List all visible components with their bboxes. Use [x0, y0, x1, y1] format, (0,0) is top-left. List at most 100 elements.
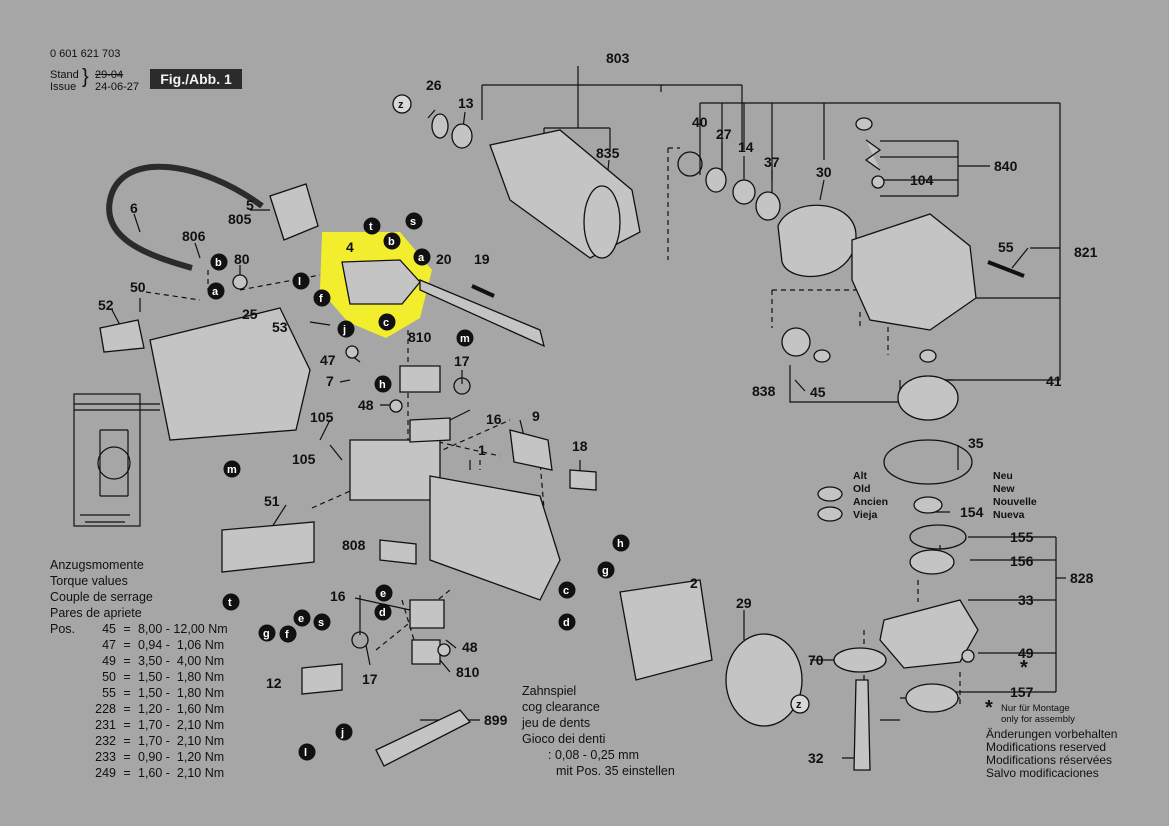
part-label-z: z — [398, 99, 404, 111]
marker-h-1: h — [379, 379, 386, 391]
cog-line: cog clearance — [522, 700, 600, 714]
spindle-part — [853, 679, 871, 771]
screw-55-part — [987, 260, 1025, 278]
part-label-27: 27 — [716, 126, 732, 142]
part-label-17b: 17 — [362, 671, 378, 687]
bearing-13-part — [451, 123, 473, 149]
marker-d-2: d — [563, 617, 570, 629]
bearing-156-part — [909, 549, 955, 575]
torque-table: Anzugsmomente Torque values Couple de se… — [50, 557, 238, 781]
legend-old: Alt Old Ancien Vieja — [853, 470, 889, 521]
holder-16-part — [409, 417, 451, 443]
part-label-53: 53 — [272, 319, 288, 335]
part-label-16a: 16 — [486, 411, 502, 427]
marker-m-2: m — [227, 464, 237, 476]
marker-f-2: f — [285, 629, 289, 641]
torque-row: 55=1,50 - 1,80 Nm — [102, 686, 225, 700]
part-label-45: 45 — [810, 384, 826, 400]
part-label-157: 157 — [1010, 684, 1034, 700]
cog-line: Zahnspiel — [522, 684, 577, 698]
shim-35-part — [883, 439, 973, 485]
part-label-14: 14 — [738, 139, 754, 155]
figure-badge: Fig./Abb. 1 — [150, 69, 242, 89]
marker-s-2: s — [318, 617, 324, 629]
part-label-821: 821 — [1074, 244, 1098, 260]
part-label-13: 13 — [458, 95, 474, 111]
part-label-808: 808 — [342, 537, 366, 553]
part-label-25: 25 — [242, 306, 258, 322]
ring-40-part — [677, 151, 703, 177]
part-label-19: 19 — [474, 251, 490, 267]
marker-g-1: g — [263, 628, 270, 640]
capacitor-51-part — [221, 521, 315, 573]
part-label-37: 37 — [764, 154, 780, 170]
marker-b-1: b — [215, 257, 222, 269]
torque-title-es: Pares de apriete — [50, 606, 142, 620]
torque-row: 231=1,70 - 2,10 Nm — [95, 718, 225, 732]
torque-row: 50=1,50 - 1,80 Nm — [102, 670, 225, 684]
part-label-4: 4 — [346, 239, 354, 255]
part-label-806: 806 — [182, 228, 206, 244]
stand-date: 29-04 — [95, 69, 124, 81]
part-label-154: 154 — [960, 504, 984, 520]
plug-part — [269, 183, 319, 241]
brush-holder-810-part — [399, 365, 441, 393]
modifications-note: Änderungen vorbehalten Modifications res… — [986, 727, 1118, 780]
brush-holder-810b-part — [411, 639, 441, 665]
brace-icon: } — [82, 66, 89, 88]
part-label-835: 835 — [596, 145, 620, 161]
cog-line: Gioco dei denti — [522, 732, 606, 746]
marker-j-1: j — [342, 324, 346, 336]
part-label-40: 40 — [692, 114, 708, 130]
screw-49-part — [961, 649, 975, 663]
slide-bar-part — [419, 279, 545, 348]
marker-c-2: c — [563, 585, 569, 597]
torque-row: Pos.45=8,00 - 12,00 Nm — [50, 622, 228, 636]
part-label-9: 9 — [532, 408, 540, 424]
part-label-2: 2 — [690, 575, 698, 591]
bearing-37-part — [755, 191, 781, 221]
part-label-105a: 105 — [310, 409, 334, 425]
screw-104-part — [871, 175, 885, 189]
part-label-810a: 810 — [408, 329, 432, 345]
part-label-18: 18 — [572, 438, 588, 454]
part-label-41: 41 — [1046, 373, 1062, 389]
washer-70-part — [833, 647, 887, 673]
part-label-52: 52 — [98, 297, 114, 313]
marker-a-2: a — [418, 252, 425, 264]
insulator-9-part — [509, 429, 553, 471]
flange-33-part — [879, 599, 979, 669]
part-label-48a: 48 — [358, 397, 374, 413]
part-label-838: 838 — [752, 383, 776, 399]
old-washer-top-part — [817, 486, 843, 502]
part-label-810b: 810 — [456, 664, 480, 680]
end-cover-part — [725, 633, 803, 727]
part-label-35: 35 — [968, 435, 984, 451]
assembly-note: Nur für Montage only for assembly — [1001, 703, 1075, 725]
part-label-20: 20 — [436, 251, 452, 267]
clip-17-part — [453, 377, 471, 395]
nut-45-part — [813, 349, 831, 363]
ring-gear-part — [897, 375, 959, 421]
part-label-29: 29 — [736, 595, 752, 611]
sleeve-80-part — [232, 274, 248, 290]
torque-row: 232=1,70 - 2,10 Nm — [95, 734, 225, 748]
part-label-104: 104 — [910, 172, 934, 188]
cog-clearance-note: Zahnspiel cog clearance jeu de dents Gio… — [522, 683, 675, 779]
part-label-48b: 48 — [462, 639, 478, 655]
marker-b-2: b — [388, 236, 395, 248]
spring-19-part — [471, 284, 495, 298]
torque-title-fr: Couple de serrage — [50, 590, 153, 604]
part-label-49: 49 — [1018, 645, 1034, 661]
part-label-80: 80 — [234, 251, 250, 267]
part-z-left — [392, 94, 412, 114]
grease-tube-part — [375, 709, 472, 767]
part-label-803: 803 — [606, 50, 630, 66]
part-label-47: 47 — [320, 352, 336, 368]
marker-h-2: h — [617, 538, 624, 550]
screw-48-part — [389, 399, 403, 413]
part-label-70: 70 — [808, 652, 824, 668]
torque-title-de: Anzugsmomente — [50, 558, 144, 572]
